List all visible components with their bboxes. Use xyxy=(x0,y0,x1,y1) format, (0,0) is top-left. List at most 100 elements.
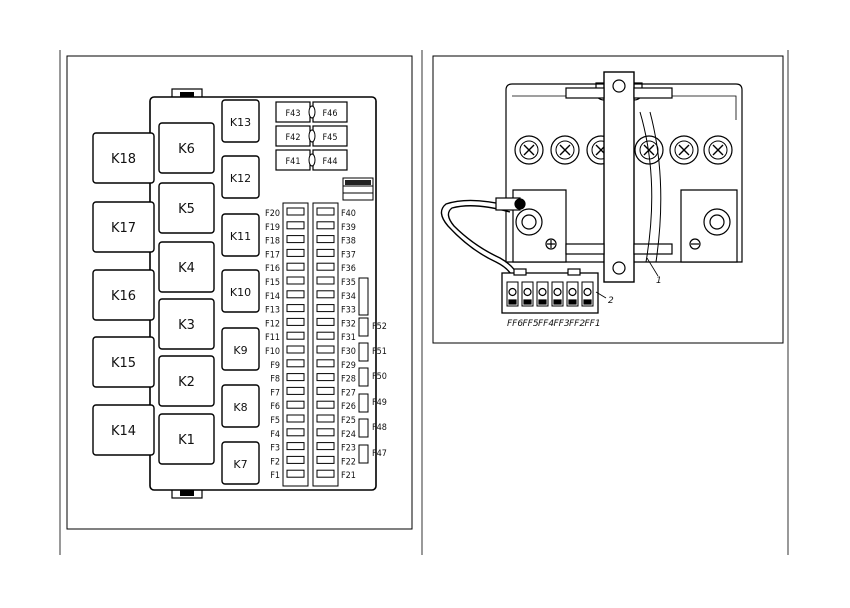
cable-lug-bolt xyxy=(514,198,526,210)
side-fuse-f50 xyxy=(358,367,369,387)
battery-cable xyxy=(447,205,519,277)
fuse-label: F13 xyxy=(265,306,280,316)
side-fuse-f48 xyxy=(358,418,369,438)
blade-fuse xyxy=(286,414,305,423)
fuse-label: F29 xyxy=(341,361,356,371)
battery-cap-ring xyxy=(555,140,575,160)
relay-k1-label: K1 xyxy=(178,433,195,448)
blade-fuse xyxy=(286,386,305,395)
relay-k8-label: K8 xyxy=(233,401,247,414)
fuse-label: F10 xyxy=(265,347,280,357)
fuse-label: F18 xyxy=(265,237,280,247)
battery-fuse-slot xyxy=(536,281,549,307)
clamp-arm-right xyxy=(633,87,673,99)
fuse-label: F38 xyxy=(341,237,356,247)
maxi-fuse-label: F44 xyxy=(323,157,338,167)
battery-fuse-element xyxy=(568,299,577,305)
relay-k8: K8 xyxy=(221,384,260,428)
hold-down-clamp xyxy=(603,71,635,283)
mount-screw-top xyxy=(180,92,194,98)
blade-fuse xyxy=(316,359,335,368)
side-fuse-f47 xyxy=(358,444,369,464)
relay-k15: K15 xyxy=(92,336,155,388)
relay-k7-label: K7 xyxy=(233,458,247,471)
battery-cap-cross xyxy=(559,144,571,156)
maxi-fuse-f41: F41 xyxy=(275,149,311,171)
minus-symbol xyxy=(689,238,701,250)
fuse-label: F22 xyxy=(341,457,356,467)
maxi-fuse-link xyxy=(308,129,316,143)
blade-fuse xyxy=(286,359,305,368)
blade-fuse xyxy=(286,400,305,409)
battery-fuse-screw xyxy=(583,287,592,297)
fuse-label: F37 xyxy=(341,250,356,260)
relay-k14: K14 xyxy=(92,404,155,456)
relay-k7-outline xyxy=(221,441,260,485)
blade-fuse xyxy=(286,317,305,326)
side-fuse-label: F50 xyxy=(372,372,387,382)
relay-k8-outline xyxy=(221,384,260,428)
plus-symbol xyxy=(545,238,557,250)
relay-k12-outline xyxy=(221,155,260,199)
battery-cap-cross xyxy=(712,144,724,156)
mount-screw-bottom xyxy=(180,490,194,496)
relay-k17-label: K17 xyxy=(111,221,136,236)
relay-k17-outline xyxy=(92,201,155,253)
battery-fuse-slot xyxy=(551,281,564,307)
battery-fuse-label: FF3 xyxy=(554,319,570,329)
relay-k12-label: K12 xyxy=(230,172,251,185)
relay-k9-outline xyxy=(221,327,260,371)
blade-fuse xyxy=(286,276,305,285)
maxi-fuse-link xyxy=(308,105,316,119)
relay-k18-outline xyxy=(92,132,155,184)
fuse-label: F6 xyxy=(270,402,280,412)
fuse-label: F34 xyxy=(341,292,356,302)
maxi-fuse-f44: F44 xyxy=(312,149,348,171)
battery-fuse-element xyxy=(538,299,547,305)
connector-pin xyxy=(345,180,371,185)
blade-fuse xyxy=(316,235,335,244)
clamp-arm-right-bottom xyxy=(633,243,673,255)
clamp-strap xyxy=(639,111,653,263)
relay-k15-outline xyxy=(92,336,155,388)
fuse-label: F8 xyxy=(270,375,280,385)
relay-k9-label: K9 xyxy=(233,344,247,357)
relay-k1-outline xyxy=(158,413,215,465)
relay-k10: K10 xyxy=(221,269,260,313)
relay-k4-outline xyxy=(158,241,215,293)
blade-fuse xyxy=(316,331,335,340)
relay-k5-label: K5 xyxy=(178,202,195,217)
blade-fuse xyxy=(286,262,305,271)
blade-fuse xyxy=(316,248,335,257)
blade-fuse xyxy=(286,207,305,216)
battery-fuse-screw xyxy=(538,287,547,297)
maxi-fuse-f45: F45 xyxy=(312,125,348,147)
blade-fuse xyxy=(316,290,335,299)
fuse-label: F31 xyxy=(341,333,356,343)
fuse-label: F36 xyxy=(341,264,356,274)
fuse-label: F28 xyxy=(341,375,356,385)
side-fuse-label: F51 xyxy=(372,347,387,357)
battery-fuse-slot xyxy=(581,281,594,307)
fuse-label: F12 xyxy=(265,319,280,329)
battery-cap-cross xyxy=(678,144,690,156)
relay-k13-label: K13 xyxy=(230,116,251,129)
battery-diagram xyxy=(440,71,743,314)
blade-fuse xyxy=(286,455,305,464)
relay-k11-outline xyxy=(221,213,260,257)
blade-fuse xyxy=(286,221,305,230)
side-fuse-label: F49 xyxy=(372,398,387,408)
relay-k6: K6 xyxy=(158,122,215,174)
blade-fuse xyxy=(316,262,335,271)
side-fuse-f52 xyxy=(358,317,369,337)
battery-cap-ring xyxy=(708,140,728,160)
blade-fuse xyxy=(286,428,305,437)
blade-fuse xyxy=(316,345,335,354)
fuse-label: F32 xyxy=(341,319,356,329)
blade-fuse xyxy=(316,386,335,395)
fuse-label: F20 xyxy=(265,209,280,219)
fuse-label: F4 xyxy=(270,430,280,440)
blade-fuse xyxy=(316,455,335,464)
blade-fuse xyxy=(316,276,335,285)
